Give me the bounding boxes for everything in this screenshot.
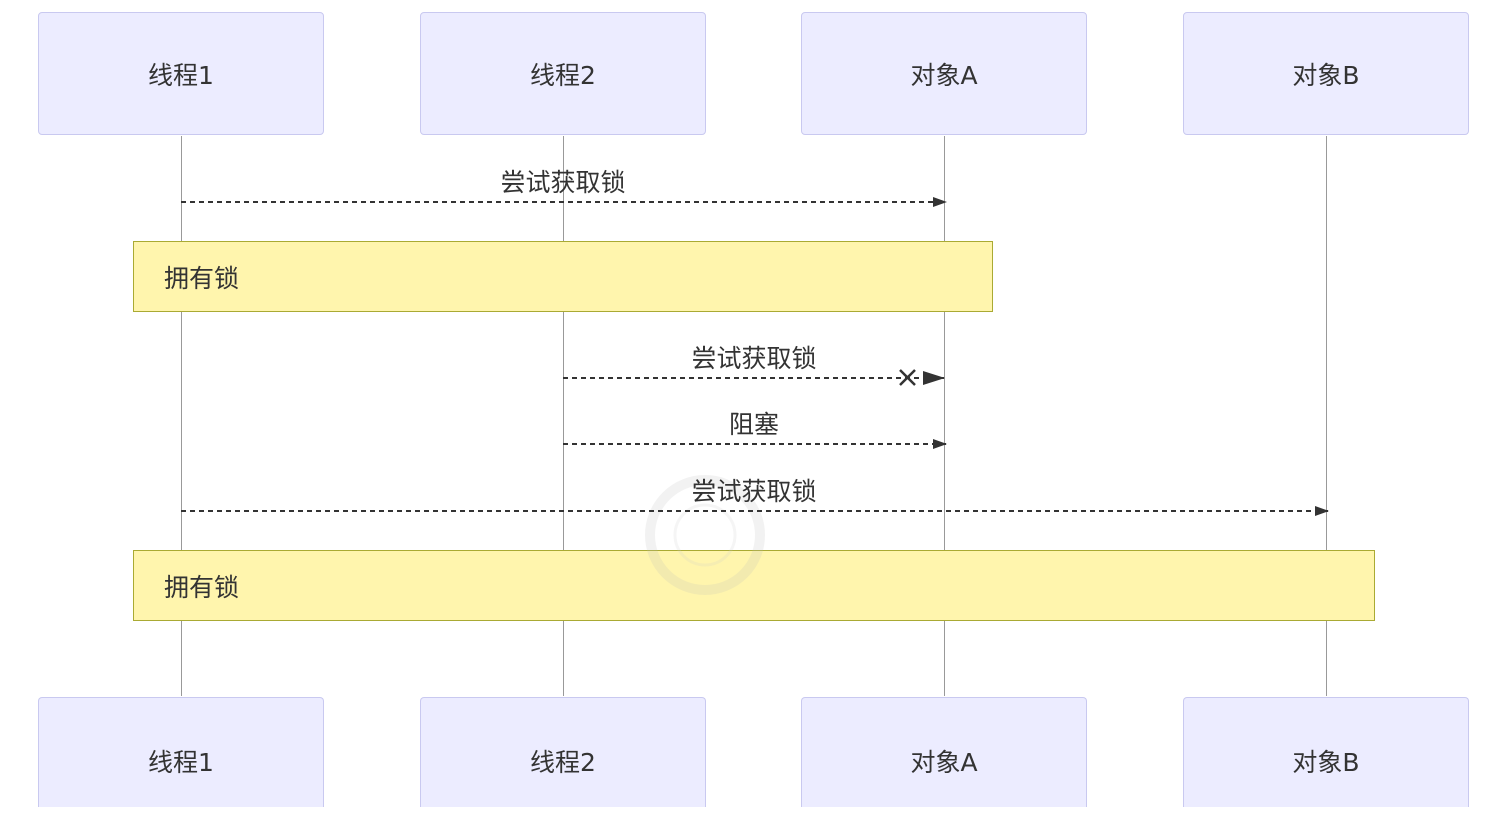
lifeline-thread2 — [563, 136, 564, 696]
note-text: 拥有锁 — [164, 572, 240, 602]
message-label: 尝试获取锁 — [500, 168, 626, 197]
actor-thread1-top: 线程1 — [38, 12, 324, 135]
actor-label: 对象B — [1292, 748, 1360, 777]
actor-label: 对象A — [910, 60, 978, 90]
actor-thread2-top: 线程2 — [420, 12, 706, 135]
message-label: 尝试获取锁 — [691, 344, 817, 373]
watermark-logo — [645, 475, 765, 595]
note-own-lock-a: 拥有锁 — [133, 241, 993, 312]
actor-object-b-bottom: 对象B — [1183, 697, 1469, 807]
message-label: 阻塞 — [728, 410, 780, 439]
actor-object-a-bottom: 对象A — [801, 697, 1087, 807]
note-own-lock-b: 拥有锁 — [133, 550, 1375, 621]
actor-label: 线程1 — [148, 748, 214, 777]
lifeline-thread1 — [181, 136, 182, 696]
actor-object-a-top: 对象A — [801, 12, 1087, 135]
cross-icon — [899, 369, 916, 386]
actor-label: 线程2 — [530, 60, 596, 90]
actor-label: 线程2 — [530, 748, 596, 777]
lifeline-object-a — [944, 136, 945, 696]
actor-object-b-top: 对象B — [1183, 12, 1469, 135]
actor-label: 线程1 — [148, 60, 214, 90]
note-text: 拥有锁 — [164, 263, 240, 293]
message-label: 尝试获取锁 — [691, 477, 817, 506]
actor-thread1-bottom: 线程1 — [38, 697, 324, 807]
lifeline-object-b — [1326, 136, 1327, 696]
actor-thread2-bottom: 线程2 — [420, 697, 706, 807]
actor-label: 对象A — [910, 748, 978, 777]
actor-label: 对象B — [1292, 60, 1360, 90]
